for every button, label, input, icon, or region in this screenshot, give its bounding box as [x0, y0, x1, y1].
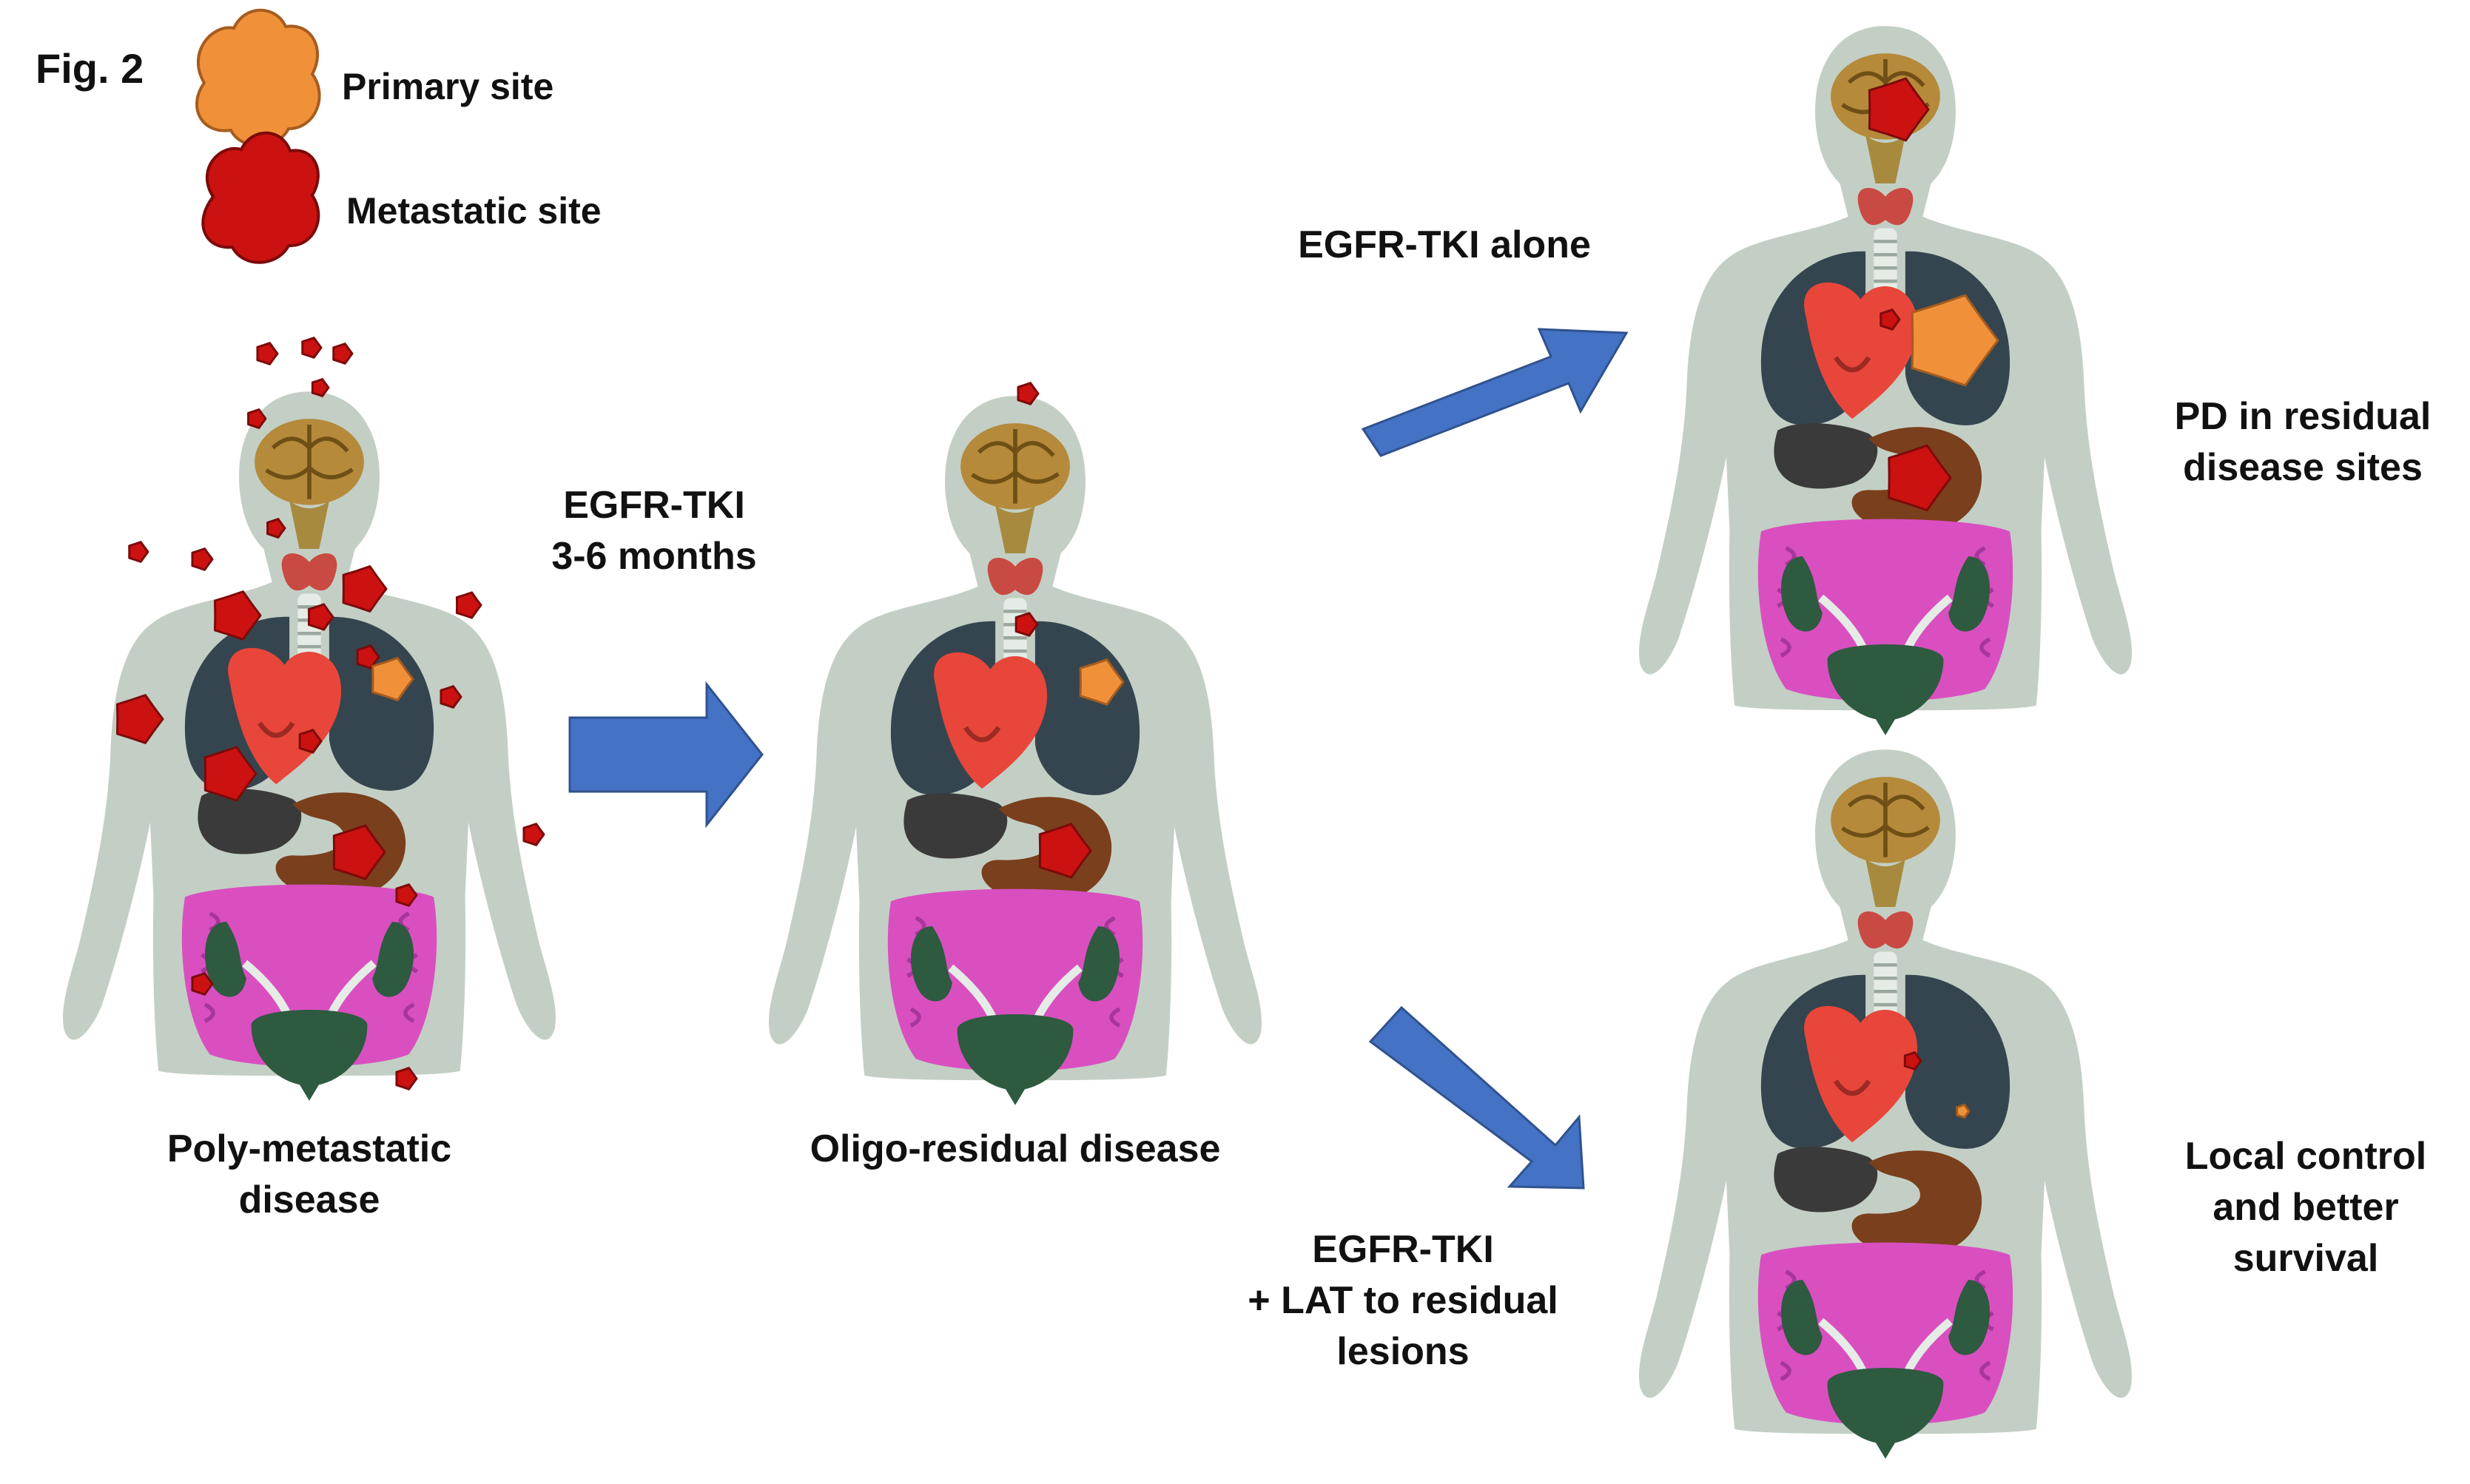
metastatic-lesion — [256, 342, 279, 365]
primary-tumor-icon — [195, 8, 321, 147]
legend: Fig. 2 Primary site Metastatic site — [36, 8, 602, 264]
metastatic-lesion — [1038, 823, 1092, 879]
metastatic-lesion — [1014, 612, 1039, 637]
metastatic-lesion — [128, 541, 149, 563]
tumor-lesions — [116, 77, 1999, 1119]
legend-primary-label: Primary site — [342, 66, 553, 107]
metastatic-lesion — [1903, 1051, 1922, 1070]
metastatic-lesion — [191, 972, 214, 996]
metastatic-lesion — [332, 343, 354, 365]
metastatic-lesion — [191, 547, 214, 571]
metastatic-lesion — [342, 565, 388, 613]
metastatic-lesion — [311, 378, 330, 397]
arrow-tki-alone — [1361, 328, 1629, 457]
metastatic-lesion — [1888, 444, 1952, 512]
metastatic-lesion — [203, 746, 258, 802]
primary-lesion — [371, 657, 414, 701]
metastatic-lesion — [1868, 77, 1930, 142]
metastatic-lesion — [307, 603, 334, 631]
arrow-tki-plus-lat — [1368, 1005, 1585, 1190]
primary-lesion — [1079, 658, 1125, 706]
metastatic-lesion — [395, 883, 418, 907]
metastatic-lesion — [266, 518, 286, 539]
metastatic-lesion — [440, 685, 462, 709]
figure-local-control — [1639, 749, 2132, 1459]
metastatic-lesion — [1017, 382, 1040, 405]
metastatic-lesion — [247, 408, 267, 429]
metastatic-lesion — [116, 694, 164, 744]
metastatic-lesion — [301, 337, 323, 359]
metastatic-lesion — [455, 591, 482, 619]
stage-label-oligo: Oligo-residual disease — [810, 1127, 1221, 1170]
arrow-initial-treatment — [568, 681, 764, 829]
metastatic-lesion — [298, 729, 323, 754]
metastatic-lesion — [522, 823, 545, 846]
metastatic-lesion — [214, 590, 262, 641]
metastatic-lesion — [395, 1067, 418, 1090]
arrow-label-alone: EGFR-TKI alone — [1298, 223, 1591, 266]
figure-oligo-residual — [769, 396, 1262, 1105]
figure-label: Fig. 2 — [36, 45, 144, 92]
primary-lesion — [1911, 294, 1999, 387]
metastatic-lesion — [1880, 308, 1901, 331]
metastatic-tumor-icon — [201, 131, 320, 264]
primary-lesion — [1956, 1103, 1971, 1119]
metastatic-lesion — [332, 824, 386, 880]
legend-metastatic-label: Metastatic site — [346, 190, 602, 232]
